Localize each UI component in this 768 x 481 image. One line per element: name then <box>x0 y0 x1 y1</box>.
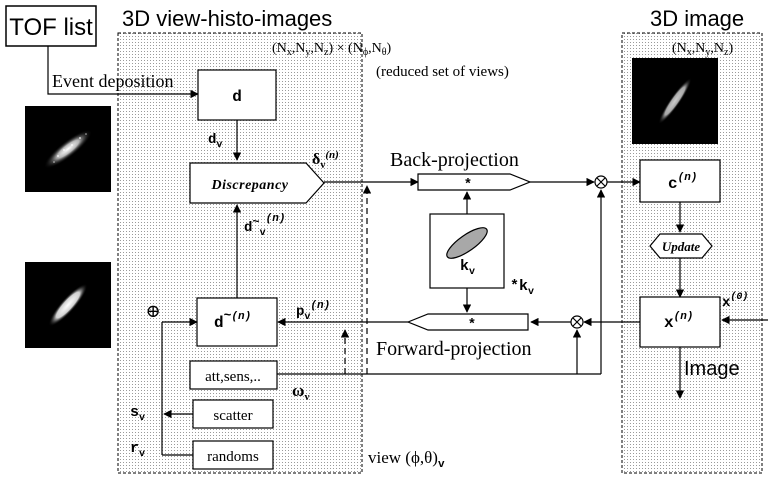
fp-star: * <box>468 317 476 333</box>
d-v-label: dv <box>208 132 222 151</box>
update-label: Update <box>662 239 701 254</box>
randoms-label: randoms <box>207 449 259 465</box>
r-v-label: rv <box>130 440 145 460</box>
event-deposition-arrow <box>47 46 199 99</box>
reconstructed-image-thumb <box>632 58 718 144</box>
tof-list-title: TOF list <box>9 14 93 41</box>
noisy-histo-image <box>25 106 111 192</box>
p-v-label: pv(n) <box>296 300 330 323</box>
bp-star: * <box>464 177 472 193</box>
smooth-histo-image <box>25 262 111 348</box>
view-label: view (ϕ,θ)v <box>368 448 445 471</box>
c-box <box>639 159 721 203</box>
att-sens-label: att,sens,.. <box>205 369 261 385</box>
image-panel-title: 3D image <box>650 6 744 31</box>
s-v-label: sv <box>130 404 145 424</box>
c-box-label: c(n) <box>668 172 697 193</box>
omega-v-label: ωv <box>292 381 309 403</box>
d-tilde-box-label: d~(n) <box>214 308 251 332</box>
back-projection-box <box>417 173 532 191</box>
forward-projection-label: Forward-projection <box>376 338 532 360</box>
att-sens-box <box>189 360 278 390</box>
d-tilde-v-label: d~v(n) <box>244 213 285 239</box>
image-output-label: Image <box>684 358 740 380</box>
kernel-ellipse <box>446 227 488 259</box>
x-box-label: x(n) <box>664 311 693 332</box>
histo-dims: (Nx,Ny,Nz) × (Nϕ,Nθ) <box>272 41 392 58</box>
update-box <box>649 233 713 259</box>
event-deposition-label: Event deposition <box>52 71 173 91</box>
discrepancy-label: Discrepancy <box>210 178 288 193</box>
discrepancy-box <box>189 162 325 204</box>
histo-panel-title: 3D view-histo-images <box>122 6 332 31</box>
reduced-views-note: (reduced set of views) <box>376 64 509 80</box>
randoms-box <box>192 440 274 470</box>
back-projection-label: Back-projection <box>390 149 519 171</box>
star-k-label: *kv <box>510 278 534 298</box>
delta-v-label: δv(n) <box>312 149 339 171</box>
tof-list-box <box>5 5 97 47</box>
forward-projection-box <box>406 313 529 331</box>
sum-node: ⊕ <box>145 301 160 321</box>
scatter-box <box>192 399 274 429</box>
scatter-label: scatter <box>213 408 252 424</box>
d-box-label: d <box>232 88 242 106</box>
kernel-label: kv <box>460 258 475 278</box>
x0-label: x(0) <box>722 291 748 311</box>
image-dims: (Nx,Ny,Nz) <box>672 41 733 58</box>
